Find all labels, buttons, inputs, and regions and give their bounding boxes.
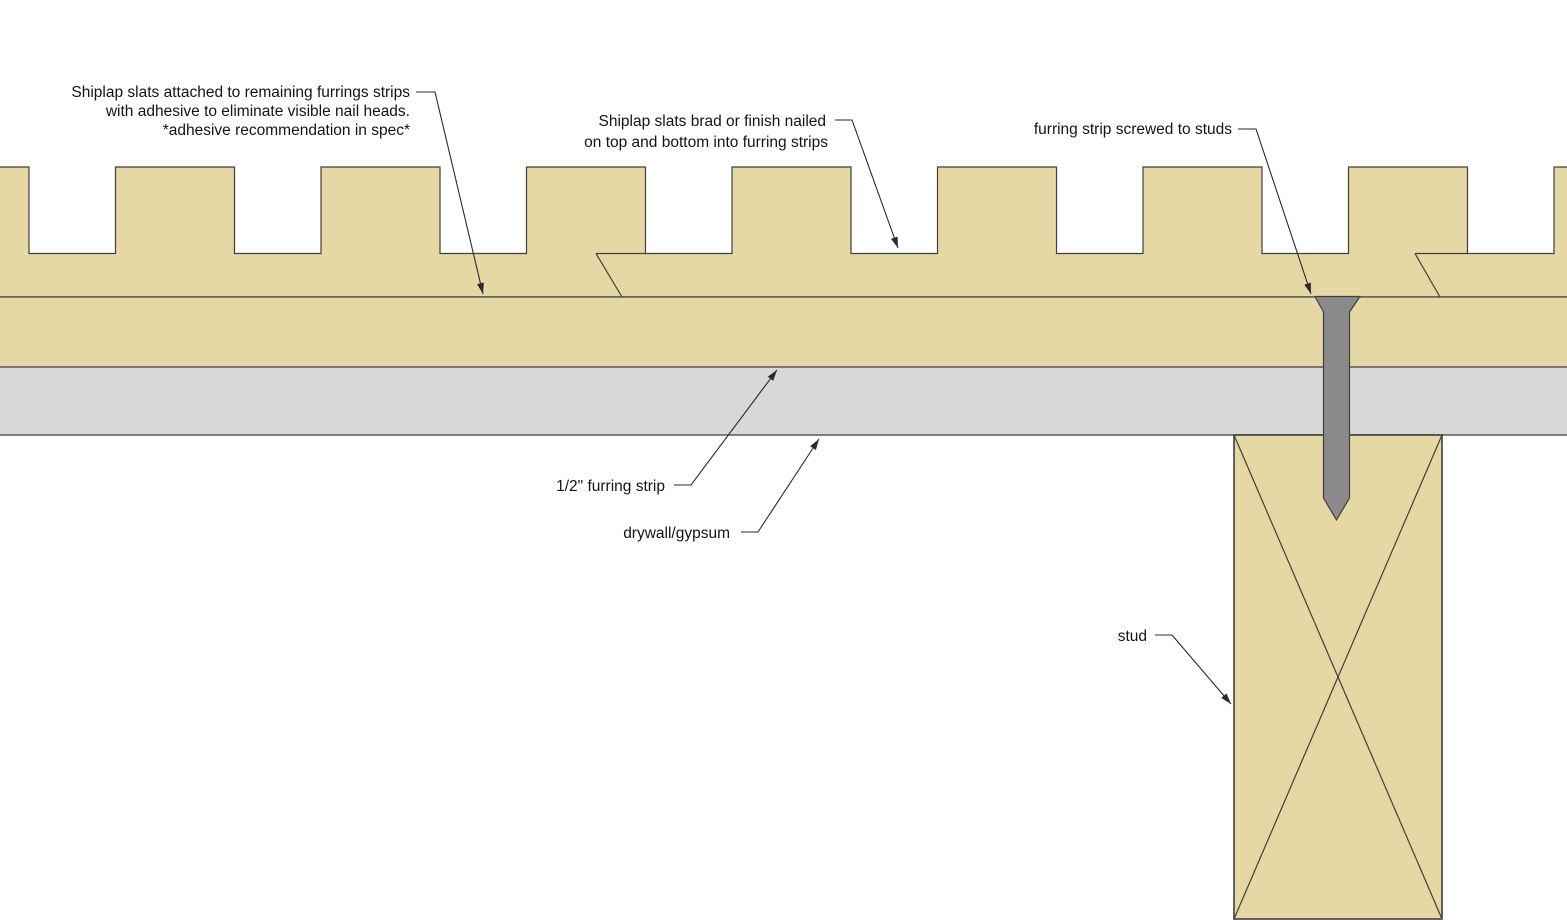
leader-line-adhesive-note	[416, 91, 484, 295]
annotation-line: with adhesive to eliminate visible nail …	[105, 103, 410, 120]
screw	[1313, 295, 1362, 522]
annotation-nailing-note: Shiplap slats brad or finish nailed on t…	[584, 113, 828, 151]
annotation-line: *adhesive recommendation in spec*	[163, 122, 410, 139]
leader-line-drywall-label	[741, 438, 820, 533]
annotation-screw-note: furring strip screwed to studs	[1034, 121, 1232, 138]
leader-line-furring-label	[674, 369, 778, 486]
annotation-adhesive-note: Shiplap slats attached to remaining furr…	[71, 84, 410, 139]
shiplap-slats	[0, 166, 1567, 298]
annotation-drywall-label: drywall/gypsum	[623, 525, 730, 542]
slat-lap-joint-right	[1414, 252, 1468, 298]
stud-cross-brace	[1233, 434, 1443, 920]
leader-line-stud-label	[1155, 634, 1232, 705]
annotation-line: Shiplap slats brad or finish nailed	[599, 113, 826, 130]
leader-line-nailing-note	[835, 119, 899, 249]
drywall-layer	[0, 366, 1567, 436]
annotation-stud-label: stud	[1118, 628, 1147, 645]
annotation-furring-label: 1/2" furring strip	[556, 478, 665, 495]
leader-line-screw-note	[1238, 128, 1312, 295]
annotation-line: Shiplap slats attached to remaining furr…	[71, 84, 410, 101]
furring-strip-layer	[0, 296, 1567, 368]
slat-lap-joint-left	[595, 252, 646, 298]
annotation-line: on top and bottom into furring strips	[584, 134, 828, 151]
